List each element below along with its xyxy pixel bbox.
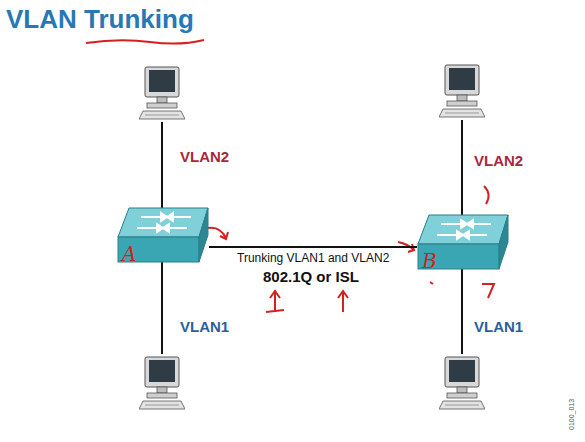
handwritten-letter: A [122,243,136,265]
trunk-link [209,246,417,248]
switch-node: A [117,207,209,263]
red-mark [208,228,228,239]
vlan-label: VLAN1 [474,318,523,335]
red-mark [484,186,489,204]
diagram-title: VLAN Trunking [6,4,194,34]
red-mark [338,291,348,312]
vlan-label: VLAN2 [474,152,523,169]
access-line [161,122,163,208]
pc-icon [139,67,185,119]
pc-icon [139,357,185,409]
pc-icon [439,65,485,117]
pc-icon [439,357,485,409]
red-underline [86,40,204,44]
figure-code: 0100_013 [568,399,576,430]
red-mark [266,291,284,312]
protocol-label: 802.1Q or ISL [261,268,361,285]
switch-node: B [417,214,509,270]
access-line [461,268,463,354]
red-mark [430,282,433,284]
vlan-label: VLAN2 [180,148,229,165]
link-label: Trunking VLAN1 and VLAN2 [235,252,391,266]
access-line [161,262,163,354]
red-mark [482,284,494,298]
access-line [461,120,463,216]
vlan-label: VLAN1 [180,318,229,335]
handwritten-letter: B [422,250,437,272]
